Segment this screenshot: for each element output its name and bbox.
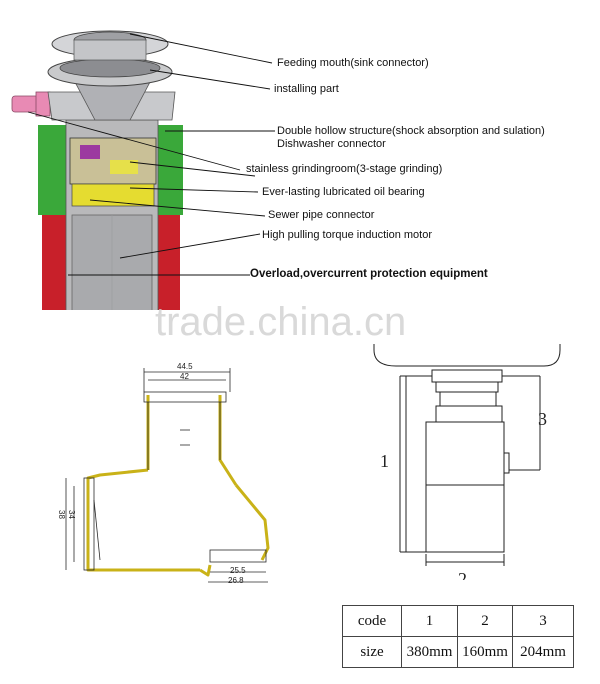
disposer-outline-drawing: 1 3 2 bbox=[373, 344, 561, 580]
callout-double-hollow: Double hollow structure(shock absorption… bbox=[277, 125, 545, 137]
dim-side-outer: 38 bbox=[57, 510, 66, 519]
table-cell-code-1: 1 bbox=[401, 605, 458, 637]
outline-label-height: 1 bbox=[380, 451, 389, 471]
table-row: size 380mm 160mm 204mm bbox=[342, 636, 574, 668]
callout-oil-bearing: Ever-lasting lubricated oil bearing bbox=[262, 186, 425, 198]
watermark-text: trade.china.cn bbox=[155, 300, 407, 344]
outline-label-width: 2 bbox=[458, 569, 467, 580]
callout-installing-part: installing part bbox=[274, 83, 339, 95]
sewer-pipe-drawing: 44.5 42 38 34 25.5 26.8 bbox=[57, 362, 270, 585]
table-cell-size-3: 204mm bbox=[512, 636, 574, 668]
callout-motor: High pulling torque induction motor bbox=[262, 229, 432, 241]
dim-top-outer: 44.5 bbox=[177, 362, 193, 371]
size-spec-table: code 1 2 3 size 380mm 160mm 204mm bbox=[342, 605, 574, 668]
table-cell-size-2: 160mm bbox=[457, 636, 513, 668]
callout-grinding-room: stainless grindingroom(3-stage grinding) bbox=[246, 163, 443, 175]
dim-top-inner: 42 bbox=[180, 372, 189, 381]
table-header-size: size bbox=[342, 636, 402, 668]
callout-feeding-mouth: Feeding mouth(sink connector) bbox=[277, 57, 429, 69]
callout-dishwasher-connector: Dishwasher connector bbox=[277, 138, 386, 150]
dim-side-inner: 34 bbox=[67, 510, 76, 519]
table-cell-size-1: 380mm bbox=[401, 636, 458, 668]
outline-label-body-height: 3 bbox=[538, 409, 547, 429]
dim-bottom-inner: 25.5 bbox=[230, 566, 246, 575]
dim-bottom-outer: 26.8 bbox=[228, 576, 244, 585]
table-header-code: code bbox=[342, 605, 402, 637]
table-row: code 1 2 3 bbox=[342, 605, 574, 637]
callout-sewer-pipe: Sewer pipe connector bbox=[268, 209, 375, 221]
callout-overload-protection: Overload,overcurrent protection equipmen… bbox=[250, 268, 488, 280]
disposer-cutaway-illustration bbox=[11, 30, 275, 330]
table-cell-code-2: 2 bbox=[457, 605, 513, 637]
table-cell-code-3: 3 bbox=[512, 605, 574, 637]
